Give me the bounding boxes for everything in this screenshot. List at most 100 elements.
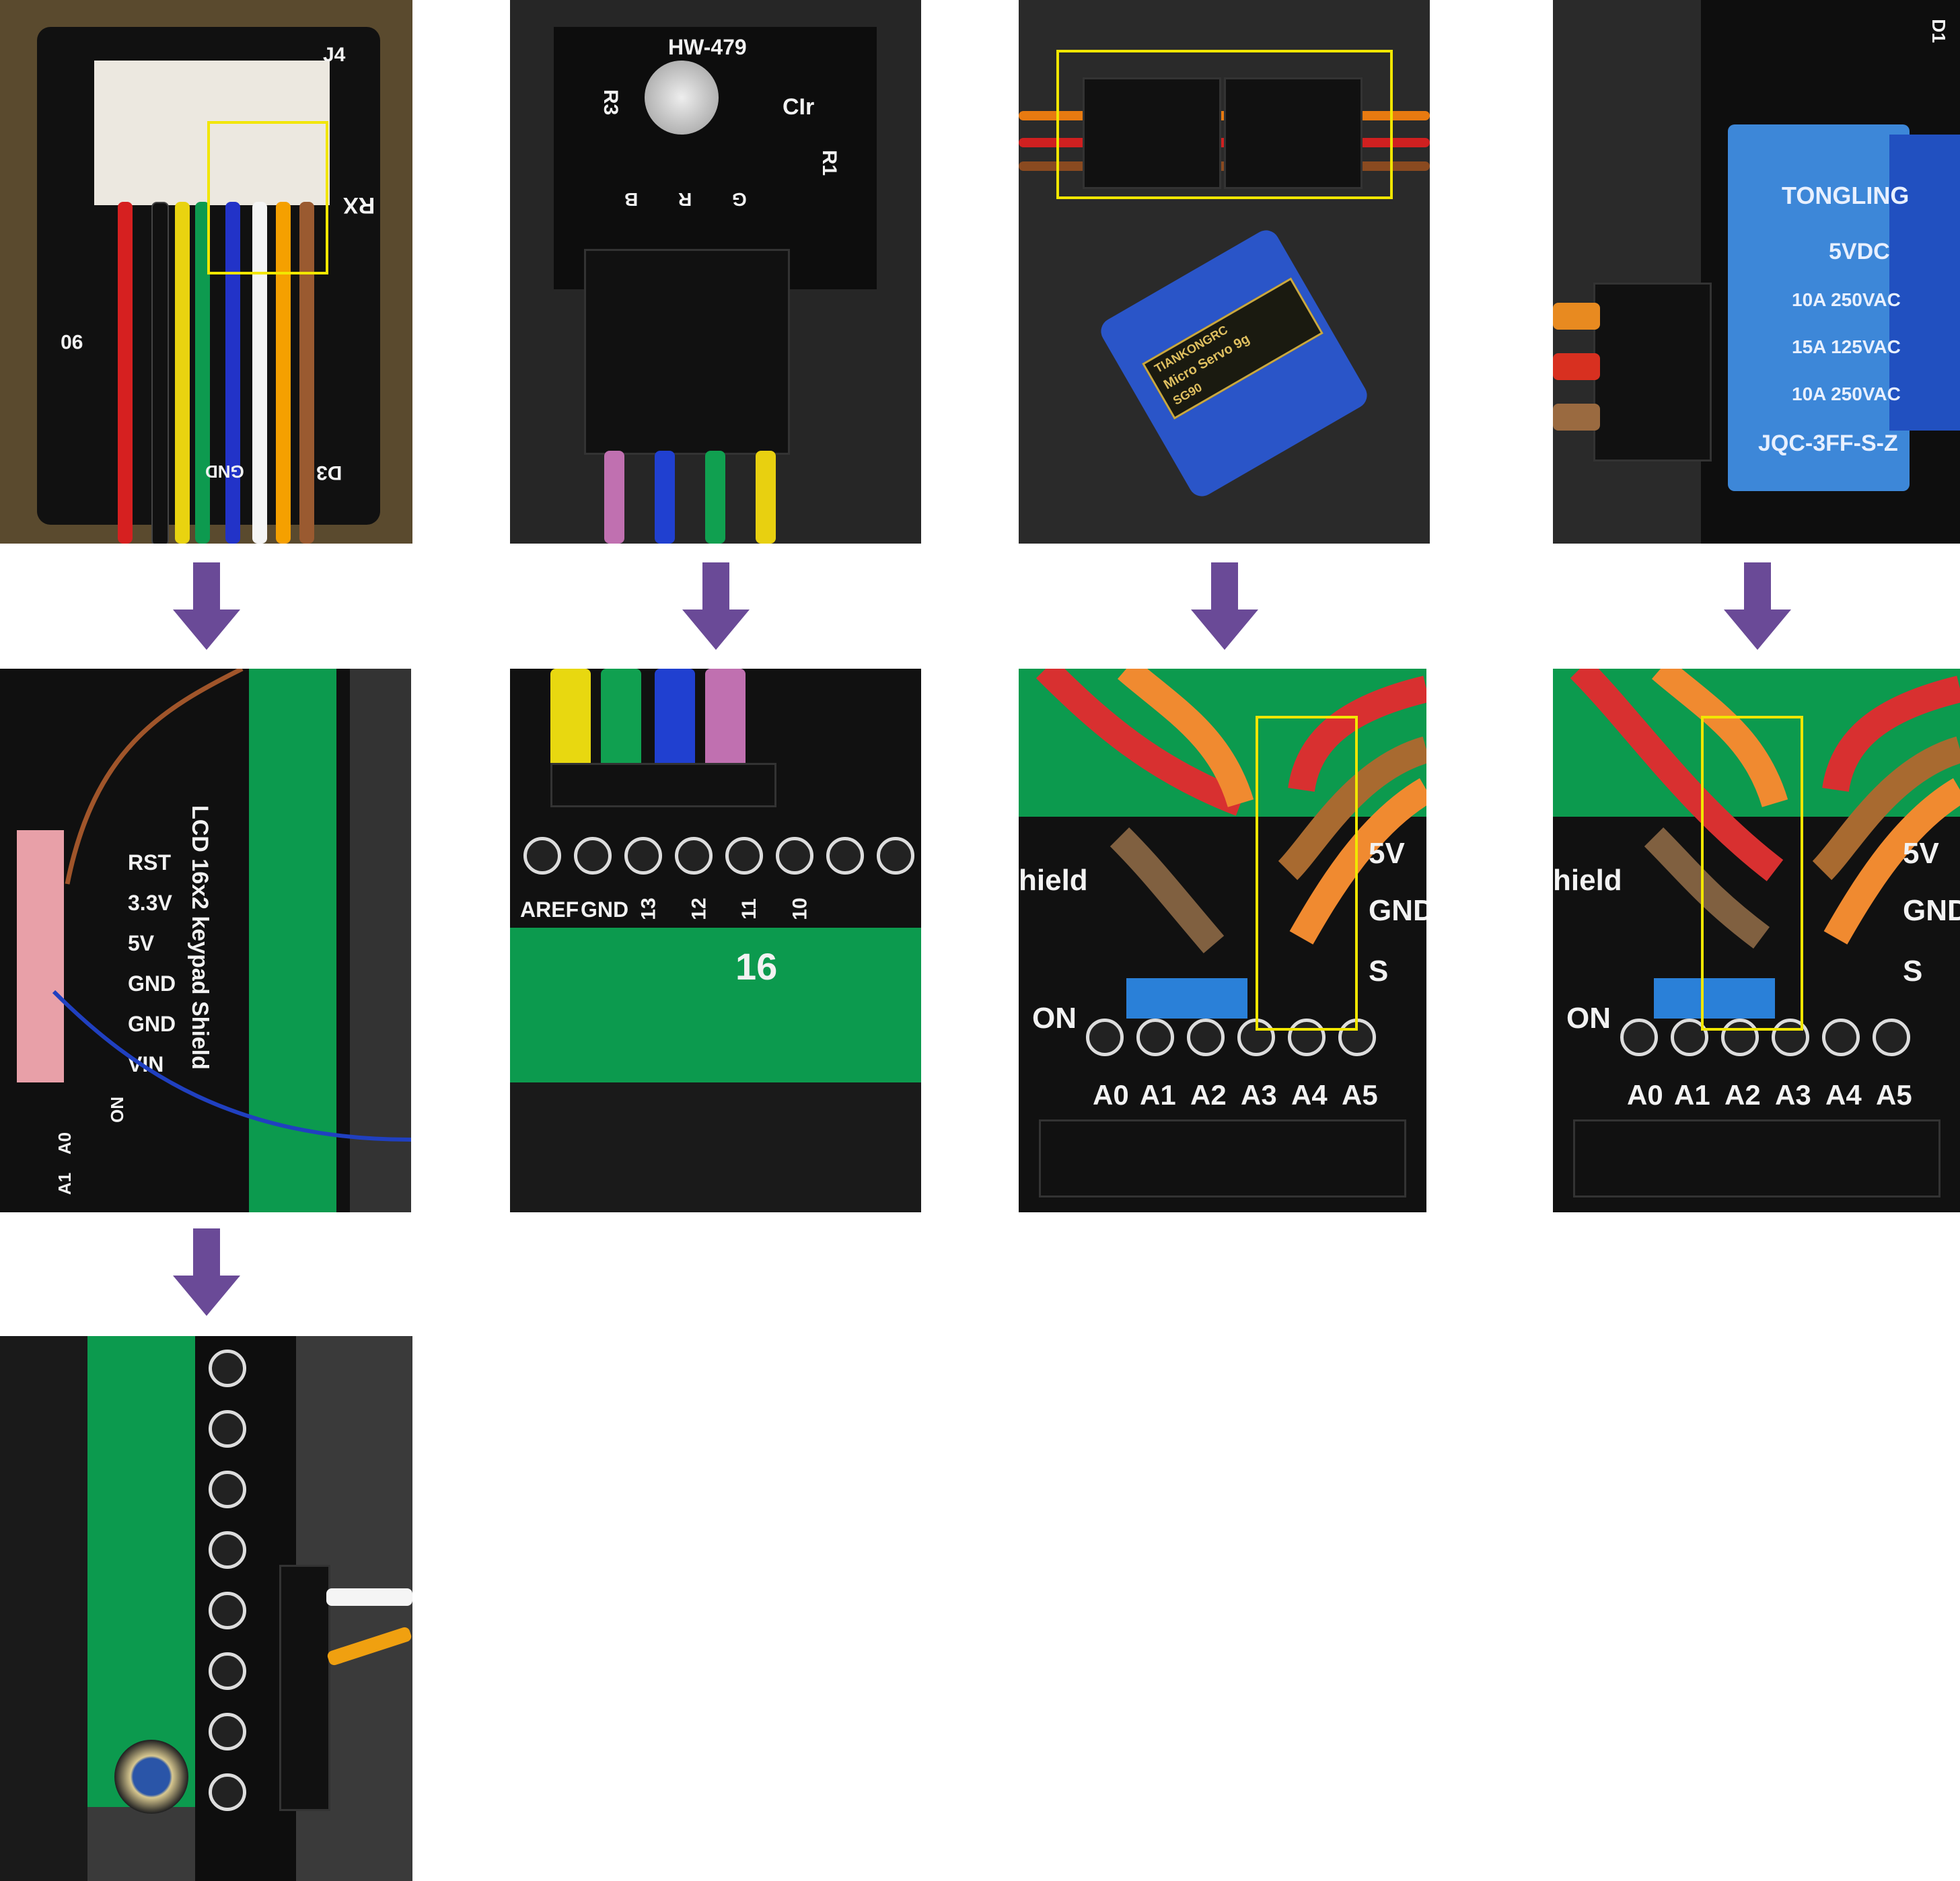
wire-white [252, 202, 267, 544]
label-5vdc: 5VDC [1829, 239, 1890, 264]
wire-blue [225, 202, 240, 544]
wire-yellow [175, 202, 190, 544]
wire-pink [604, 451, 624, 544]
wire-red [1553, 353, 1600, 380]
header-pad [1822, 1019, 1860, 1056]
label-gnd: GND [1903, 894, 1960, 927]
label-90: 90 [61, 330, 83, 353]
wire-green [601, 669, 641, 770]
wire-yellow [756, 451, 776, 544]
header-pad [209, 1773, 246, 1811]
label-rating-1: 10A 250VAC [1792, 289, 1901, 310]
header-pad [826, 837, 864, 875]
wire-orange [326, 1625, 412, 1667]
dupont-connector [584, 249, 790, 455]
header-pad [209, 1652, 246, 1690]
label-rst: RST [128, 850, 171, 875]
label-a0: A0 [1627, 1079, 1663, 1111]
wire-brown [299, 202, 314, 544]
wire-green [705, 451, 725, 544]
photo-lcd-shield-power-header: RST 3.3V 5V GND GND VIN LCD 16x2 keypad … [0, 669, 411, 1212]
highlight-box [1256, 716, 1358, 1031]
header-pad [1721, 1019, 1759, 1056]
header-pad [1086, 1019, 1124, 1056]
relay-wires [1570, 669, 1960, 949]
label-gnd: GND [1369, 894, 1426, 927]
wire-green [195, 202, 210, 544]
header-pad [1136, 1019, 1174, 1056]
label-r: R [678, 189, 692, 210]
label-5v: 5V [128, 931, 155, 955]
header-pad [776, 837, 813, 875]
wire-orange [276, 202, 291, 544]
label-on: ON [1566, 1002, 1611, 1035]
servo-connector [1083, 77, 1221, 189]
wire-brown [1553, 404, 1600, 431]
header-pad [209, 1713, 246, 1750]
label-a5: A5 [1876, 1079, 1912, 1111]
down-arrow-icon [682, 562, 750, 650]
header-pad [1620, 1019, 1658, 1056]
label-d1: D1 [1928, 19, 1949, 43]
lcd-frame [0, 1336, 87, 1881]
wire-yellow [550, 669, 591, 770]
label-cir: CIr [783, 94, 815, 120]
mounting-hole [114, 1740, 188, 1814]
header-pad [1288, 1019, 1326, 1056]
header-pad [209, 1592, 246, 1629]
label-d3: D3 [316, 462, 342, 484]
photo-relay-module: TONGLING 5VDC 10A 250VAC 15A 125VAC 10A … [1553, 0, 1960, 544]
label-hw-479: HW-479 [668, 35, 747, 59]
label-aref: AREF [520, 897, 579, 922]
photo-fingerprint-sensor-connector: J4 RX D3 GND 90 [0, 0, 412, 544]
photo-lcd-shield-digital-header: AREF GND 13 12 11 10 16 [510, 669, 921, 1212]
down-arrow-icon [173, 562, 240, 650]
header-pad [209, 1471, 246, 1508]
photo-sensor-shield-relay-header: hield 5V GND S ON A0 A1 A2 A3 A4 A5 [1553, 669, 1960, 1212]
side-header [279, 1565, 330, 1811]
extension-connector [1224, 77, 1363, 189]
label-rating-3: 10A 250VAC [1792, 383, 1901, 404]
wire-white [326, 1588, 412, 1606]
label-b: B [624, 189, 639, 210]
header-pad [675, 837, 713, 875]
module-board [554, 27, 877, 289]
wire-blue [655, 451, 675, 544]
header-pad [209, 1350, 246, 1387]
label-a0: A0 [1093, 1079, 1129, 1111]
label-gnd-2: GND [128, 1012, 176, 1036]
label-12: 12 [688, 897, 711, 920]
connected-wires [52, 669, 411, 1142]
terminal-block [1889, 135, 1960, 431]
wire-red [118, 202, 133, 544]
label-r3: R3 [600, 89, 622, 116]
label-j4: J4 [323, 44, 346, 66]
label-a1: A1 [1674, 1079, 1710, 1111]
wire-orange [1553, 303, 1600, 330]
photo-lcd-shield-side-header [0, 1336, 412, 1881]
header-pad [1873, 1019, 1910, 1056]
label-a2: A2 [1725, 1079, 1761, 1111]
label-rx: RX [343, 192, 375, 218]
down-arrow-icon [1724, 562, 1791, 650]
ir-led [645, 61, 719, 135]
label-shield: hield [1019, 864, 1088, 897]
photo-servo-motor: TIANKONGRC Micro Servo 9g SG90 [1019, 0, 1430, 544]
label-gnd: GND [205, 462, 244, 482]
label-rating-2: 15A 125VAC [1792, 336, 1901, 357]
dupont-connector [550, 763, 776, 807]
highlight-box [1701, 716, 1803, 1031]
label-13: 13 [637, 897, 660, 920]
photo-ir-receiver-module: HW-479 CIr R3 R1 B R G [510, 0, 921, 544]
jumper-blue [1654, 978, 1775, 1019]
label-5v: 5V [1903, 837, 1939, 870]
header-pad [725, 837, 763, 875]
wire-pink [705, 669, 746, 770]
label-a3: A3 [1241, 1079, 1277, 1111]
label-r1: R1 [818, 149, 841, 176]
label-model: JQC-3FF-S-Z [1758, 431, 1898, 456]
jumper-blue [1126, 978, 1247, 1019]
highlight-box [207, 121, 328, 274]
label-s: S [1903, 955, 1923, 988]
lcd-pcb [510, 928, 921, 1082]
